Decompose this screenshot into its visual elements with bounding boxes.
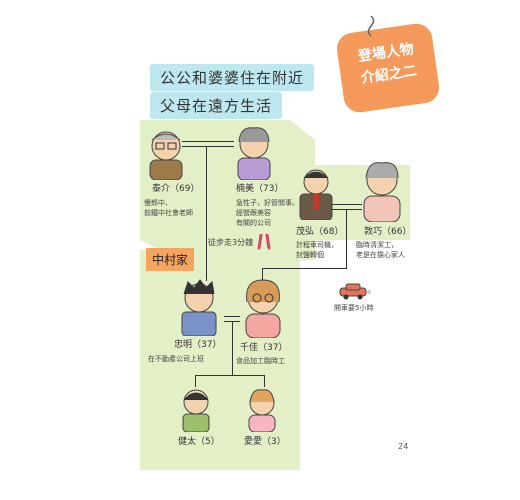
car-icon [339, 283, 371, 300]
shigehiro-name: 茂弘（68） [296, 227, 344, 237]
kazumi-desc: 急性子，好管閒事。 經營跟美容 有關的公司 [236, 199, 299, 227]
kazumi-avatar [237, 127, 271, 180]
car-note: 開車要5小時 [334, 304, 374, 312]
family-label: 中村家 [146, 248, 195, 271]
line-parents-down [346, 209, 347, 269]
line-to-kenta [195, 375, 196, 387]
atsuko-desc: 臨時清潔工， 老是在擔心家人 [356, 241, 405, 259]
chika-name: 千佳（37） [240, 343, 288, 353]
tadaaki-avatar [181, 279, 217, 336]
page-number: 24 [398, 442, 409, 451]
atsuko-avatar [363, 162, 401, 222]
line-parents-across [262, 268, 347, 269]
chika-avatar [245, 279, 281, 338]
chika-desc: 食品加工臨時工 [236, 357, 285, 365]
taisuke-name: 泰介（69） [152, 184, 200, 194]
kenta-name: 健太（5） [178, 437, 220, 447]
marriage-line-couple-1 [224, 316, 240, 317]
aiai-name: 愛愛（3） [244, 437, 286, 447]
kenta-avatar [182, 389, 210, 432]
spiral-icon [367, 15, 375, 37]
intro-tag: 登場人物 介紹之二 [334, 21, 442, 115]
tadaaki-name: 忠明（37） [174, 340, 222, 350]
shigehiro-desc: 計程車司機， 封鹽轉個 [296, 241, 338, 259]
line-to-aiai [264, 375, 265, 387]
grandparents-area [140, 120, 315, 260]
taisuke-desc: 慢郎中、 前鐵中社會老師 [144, 199, 193, 217]
shigehiro-avatar [299, 169, 333, 220]
walk-note: 徒步走3分鐘 [208, 238, 254, 247]
line-to-chika [262, 268, 263, 282]
taisuke-avatar [149, 131, 183, 180]
banner-far: 父母在遠方生活 [150, 92, 283, 119]
walking-legs-icon [257, 234, 271, 250]
marriage-line-parents-1 [332, 204, 362, 205]
tadaaki-desc: 在不動產公司上班 [148, 355, 204, 363]
line-to-children [232, 321, 233, 375]
marriage-line-grandparents-1 [182, 141, 234, 142]
kazumi-name: 楠美（73） [236, 184, 284, 194]
marriage-line-grandparents-2 [182, 146, 234, 147]
banner-nearby: 公公和婆婆住在附近 [150, 64, 315, 91]
line-children-across [195, 375, 265, 376]
marriage-line-parents-2 [332, 209, 362, 210]
aiai-avatar [248, 389, 276, 432]
atsuko-name: 敦巧（66） [364, 227, 412, 237]
line-to-tadaaki [206, 146, 207, 281]
